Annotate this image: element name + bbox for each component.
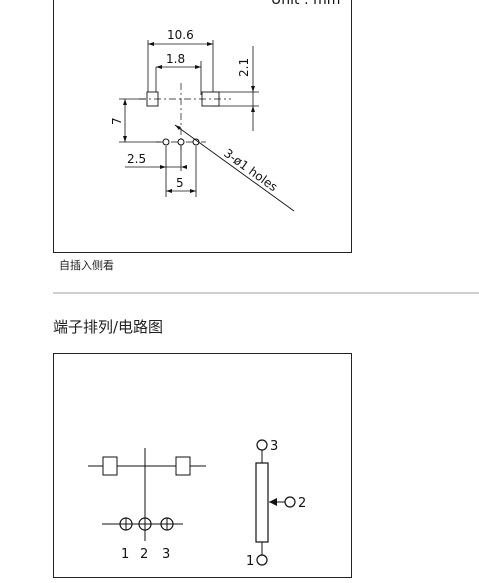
- drawing-caption: 自插入侧看: [59, 259, 114, 272]
- section-divider: [53, 292, 479, 294]
- dim-pad-label: 2.1: [237, 58, 251, 77]
- terminal-1-label: 1: [246, 554, 254, 569]
- terminal-2-circle: [284, 496, 296, 508]
- circuit-diagram-frame: 1 2 3 3 1 2: [53, 353, 352, 578]
- terminal-3-circle: [256, 439, 268, 451]
- dim-height-label: 7: [110, 117, 124, 125]
- dim-pin-span-label: 5: [176, 176, 184, 190]
- dim-width-label: 10.6: [167, 28, 194, 42]
- dimension-drawing-frame: Unit : mm 10.6 1.8 2.1: [53, 0, 352, 253]
- dim-offset-label: 1.8: [166, 52, 185, 66]
- resistor-body: [255, 462, 269, 543]
- circuit-diagram: 1 2 3 3 1 2: [88, 439, 306, 569]
- pin-label-1: 1: [121, 547, 129, 562]
- unit-label: Unit : mm: [271, 0, 340, 8]
- pin-hole-2: [177, 138, 185, 146]
- right-pad: [175, 456, 191, 476]
- terminal-3-label: 3: [270, 439, 278, 454]
- pin-label-2: 2: [140, 547, 148, 562]
- terminal-2-label: 2: [298, 496, 306, 511]
- holes-note-label: 3-ø1 holes: [221, 146, 280, 194]
- wiper-arrowhead: [269, 498, 277, 506]
- dimension-drawing: Unit : mm 10.6 1.8 2.1: [110, 0, 340, 212]
- dim-pin-offset-label: 2.5: [127, 152, 146, 166]
- pin-hole-1: [162, 138, 170, 146]
- left-pad: [102, 456, 118, 476]
- pin-label-3: 3: [162, 547, 170, 562]
- holes-leader-line: [174, 124, 295, 212]
- terminal-1-circle: [256, 554, 268, 566]
- section-title: 端子排列/电路图: [53, 318, 164, 336]
